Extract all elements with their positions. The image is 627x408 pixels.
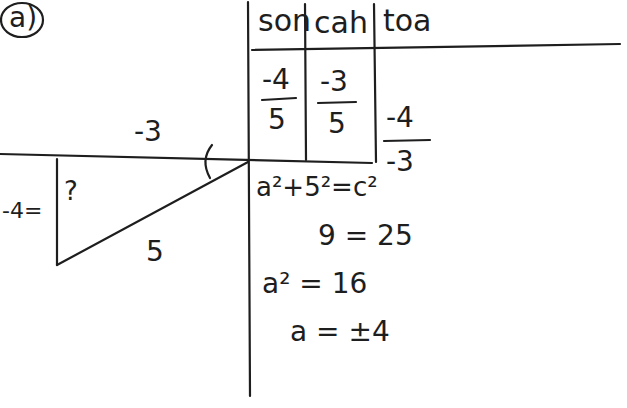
circle-mark bbox=[1, 3, 43, 37]
fraction-bar bbox=[318, 102, 356, 103]
numerator: -4 bbox=[386, 104, 414, 132]
column-heading: cah bbox=[314, 8, 368, 38]
equation-line: 9 = 25 bbox=[318, 222, 413, 250]
table-rule bbox=[252, 44, 620, 50]
column-heading: son bbox=[258, 6, 311, 36]
unknown-mark: ? bbox=[64, 178, 78, 204]
fraction-bar bbox=[262, 98, 296, 100]
equation-line: a = ±4 bbox=[290, 318, 390, 346]
equation-line: a² = 16 bbox=[262, 270, 367, 298]
triangle-hypotenuse bbox=[57, 162, 248, 265]
fraction-bar bbox=[384, 140, 430, 141]
equation-line: a²+5²=c² bbox=[256, 174, 378, 200]
x-axis-line bbox=[0, 154, 372, 163]
side-length: 5 bbox=[146, 238, 164, 266]
part-label: a) bbox=[9, 4, 37, 32]
denominator: 5 bbox=[328, 110, 346, 138]
denominator: 5 bbox=[268, 106, 286, 134]
side-length: -3 bbox=[134, 118, 162, 146]
numerator: -3 bbox=[320, 68, 348, 96]
divider-line bbox=[248, 2, 250, 396]
denominator: -3 bbox=[386, 148, 414, 176]
triangle-leg bbox=[56, 159, 58, 265]
column-heading: toa bbox=[383, 6, 432, 36]
side-length: -4= bbox=[2, 200, 42, 222]
column-divider bbox=[374, 4, 376, 162]
angle-arc bbox=[205, 145, 212, 178]
numerator: -4 bbox=[262, 66, 290, 94]
